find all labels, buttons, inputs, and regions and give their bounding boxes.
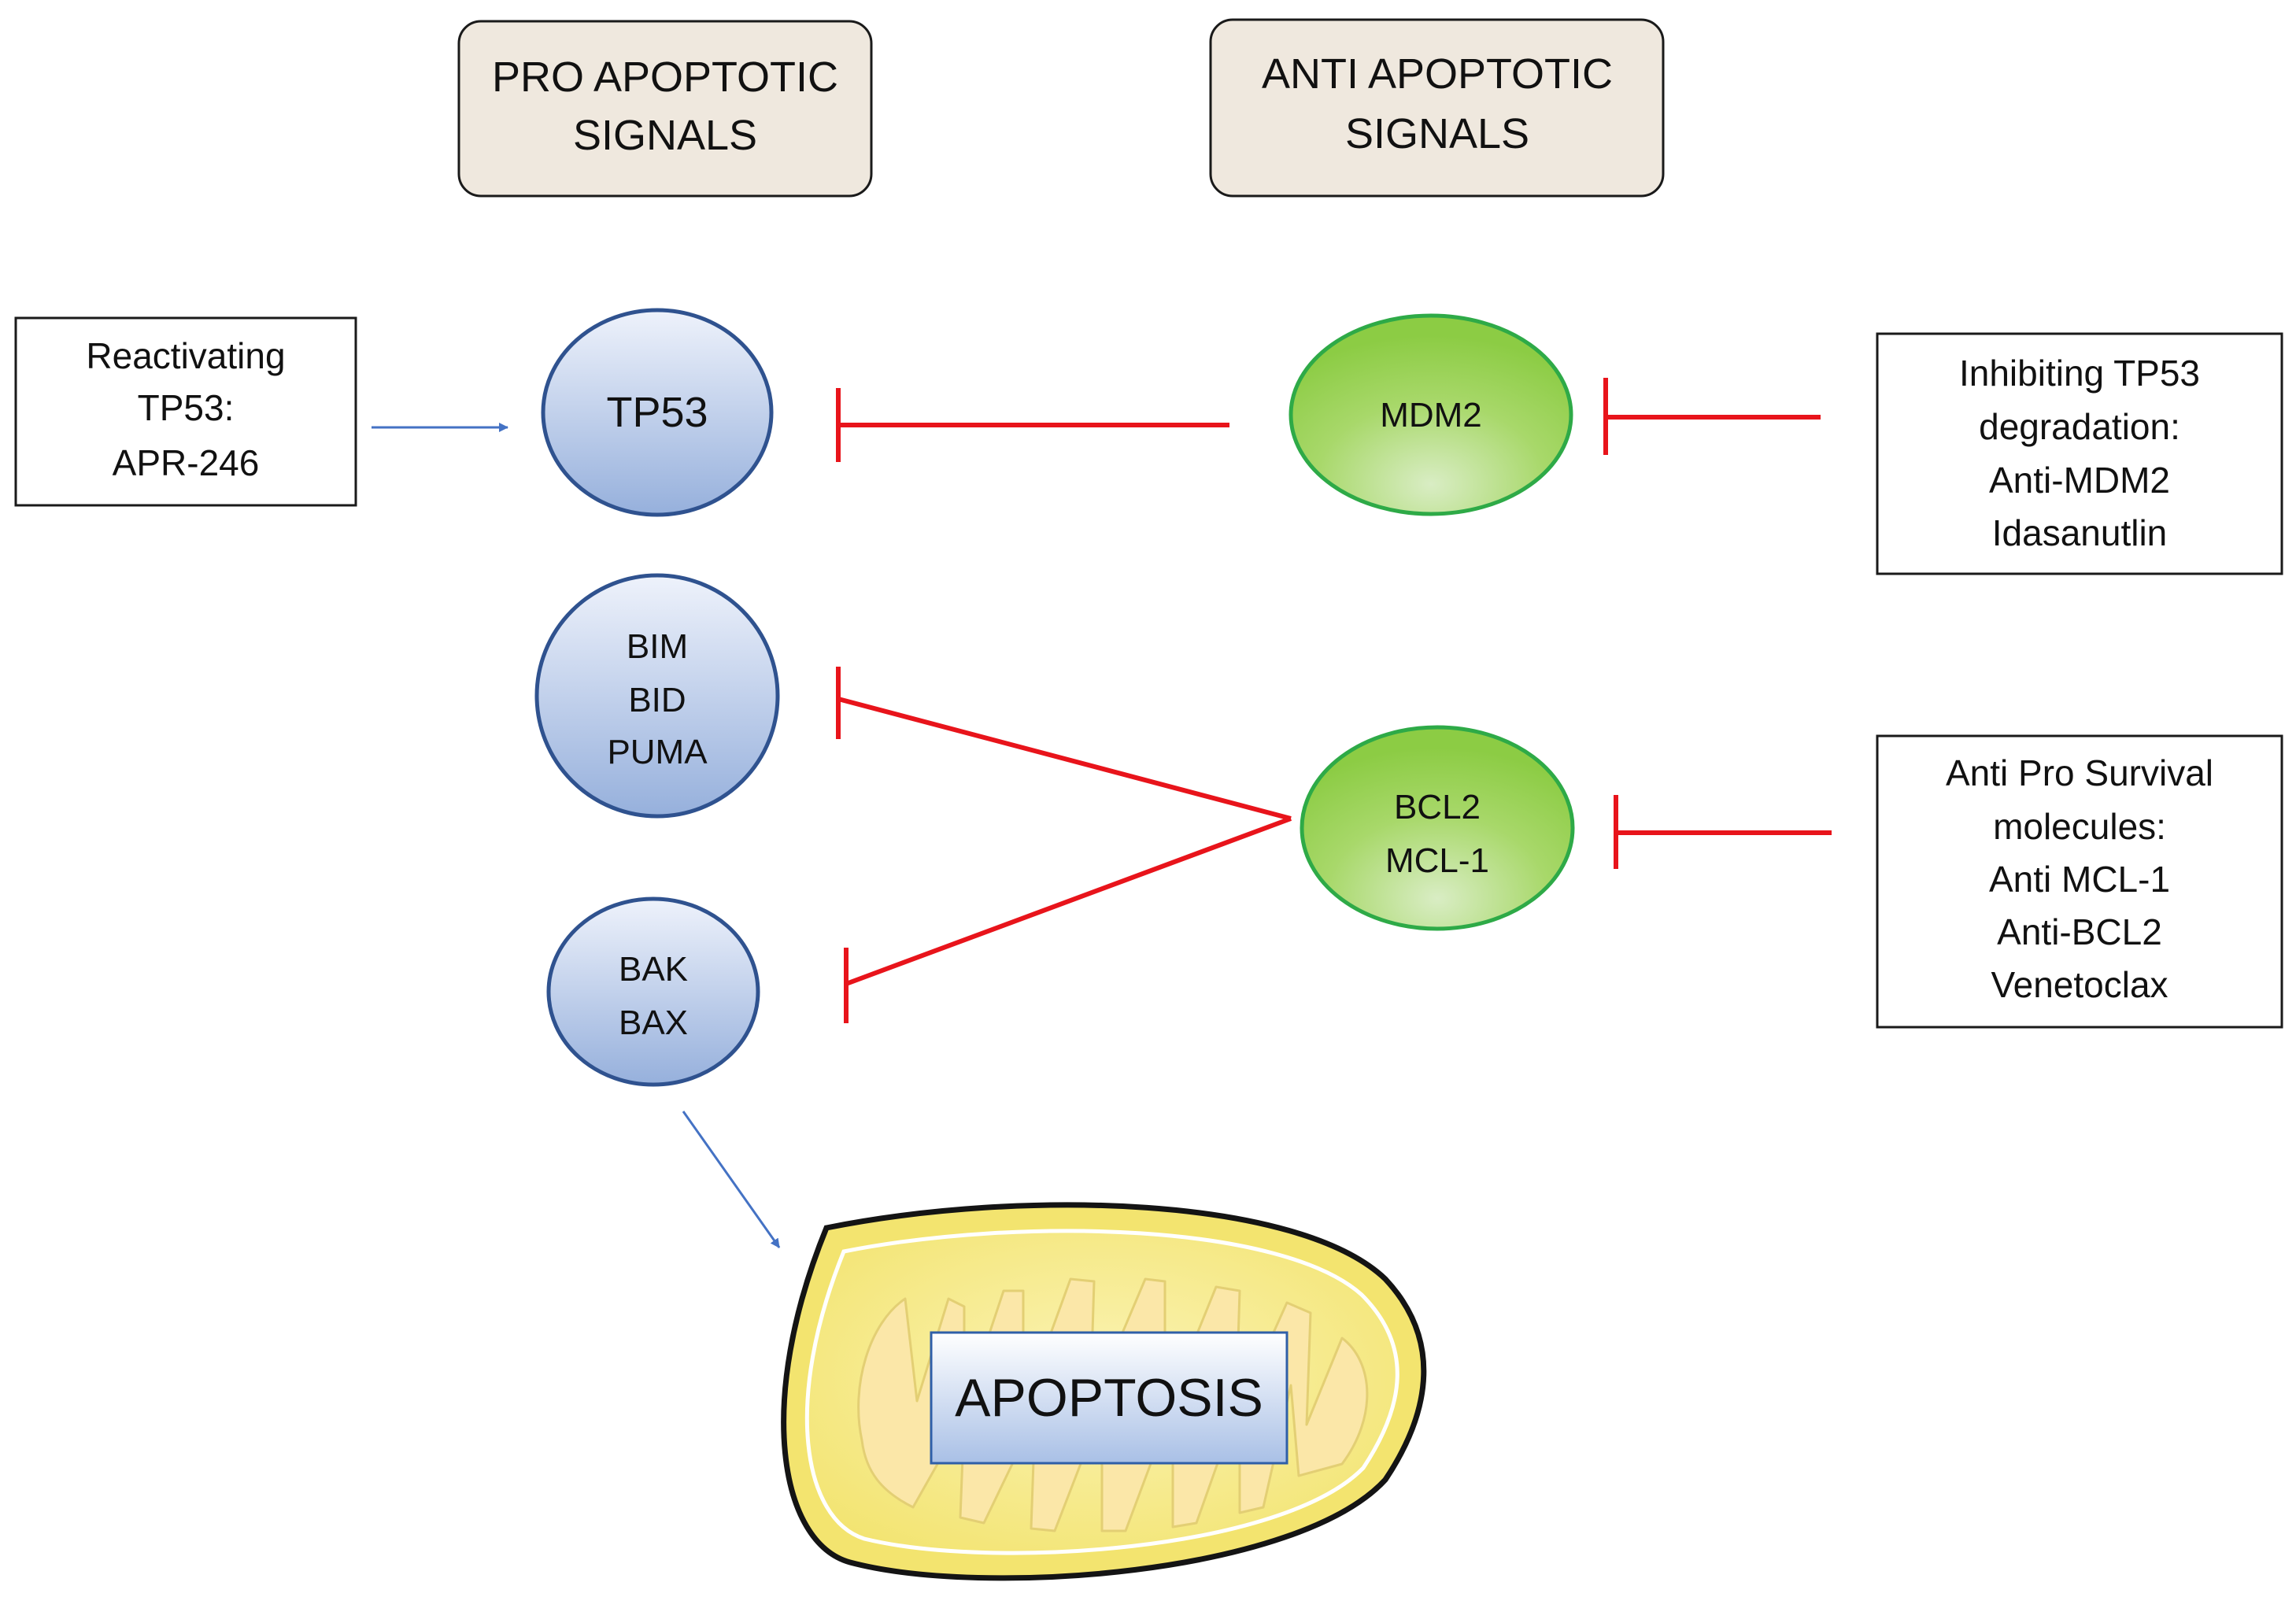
inhibiting-tp53-degradation-box: Inhibiting TP53 degradation: Anti-MDM2 I…: [1876, 332, 2283, 575]
bim-label: BIM: [627, 627, 688, 666]
drug-inhibits-mdm2: [1603, 378, 1821, 455]
pro-apoptotic-header-line-2: SIGNALS: [573, 112, 757, 159]
tp53-node: TP53: [541, 308, 774, 517]
bcl2-inhibits-bim-bid-puma: [836, 667, 1292, 821]
reactivating-tp53-box: Reactivating TP53: APR-246: [14, 316, 357, 507]
inhibiting-line-3: Anti-MDM2: [1989, 460, 2170, 501]
mdm2-label: MDM2: [1380, 396, 1482, 434]
reactivating-line-2: TP53:: [138, 387, 235, 428]
mdm2-inhibits-tp53: [836, 388, 1229, 462]
anti-pro-survival-line-1: Anti Pro Survival: [1946, 752, 2213, 793]
anti-pro-survival-box: Anti Pro Survival molecules: Anti MCL-1 …: [1876, 734, 2283, 1029]
inhibiting-line-1: Inhibiting TP53: [1959, 353, 2200, 394]
mdm2-node: MDM2: [1288, 313, 1573, 516]
anti-pro-survival-line-4: Anti-BCL2: [1997, 911, 2162, 952]
pro-apoptotic-header: PRO APOPTOTIC SIGNALS: [457, 20, 873, 198]
drug-inhibits-bcl2-mcl1: [1614, 795, 1832, 869]
anti-apoptotic-header-line-2: SIGNALS: [1345, 110, 1529, 157]
bak-label: BAK: [619, 950, 688, 989]
apoptosis-label: APOPTOSIS: [955, 1368, 1263, 1428]
anti-apoptotic-header: ANTI APOPTOTIC SIGNALS: [1209, 18, 1665, 198]
anti-pro-survival-line-5: Venetoclax: [1991, 964, 2168, 1005]
pro-apoptotic-header-line-1: PRO APOPTOTIC: [492, 54, 838, 101]
anti-apoptotic-header-line-1: ANTI APOPTOTIC: [1262, 50, 1613, 98]
anti-pro-survival-line-2: molecules:: [1993, 806, 2166, 847]
bim-bid-puma-node: BIM BID PUMA: [534, 573, 780, 819]
bax-label: BAX: [619, 1004, 688, 1042]
bak-bax-to-apoptosis-arrow: [682, 1111, 781, 1248]
inhibiting-line-4: Idasanutlin: [1992, 512, 2168, 553]
bcl2-inhibits-bak-bax: [844, 816, 1292, 1023]
reactivating-line-1: Reactivating: [86, 335, 285, 376]
inhibiting-line-2: degradation:: [1979, 406, 2180, 447]
anti-pro-survival-line-3: Anti MCL-1: [1989, 859, 2170, 900]
bcl2-label: BCL2: [1394, 788, 1481, 826]
apoptosis-outcome: APOPTOSIS: [930, 1331, 1288, 1465]
tp53-label: TP53: [606, 389, 708, 436]
puma-label: PUMA: [607, 733, 708, 771]
bak-bax-node: BAK BAX: [546, 896, 760, 1087]
bid-label: BID: [628, 681, 686, 719]
bcl2-mcl1-node: BCL2 MCL-1: [1300, 725, 1575, 931]
reactivating-line-3: APR-246: [113, 442, 260, 483]
mcl1-label: MCL-1: [1385, 841, 1489, 880]
